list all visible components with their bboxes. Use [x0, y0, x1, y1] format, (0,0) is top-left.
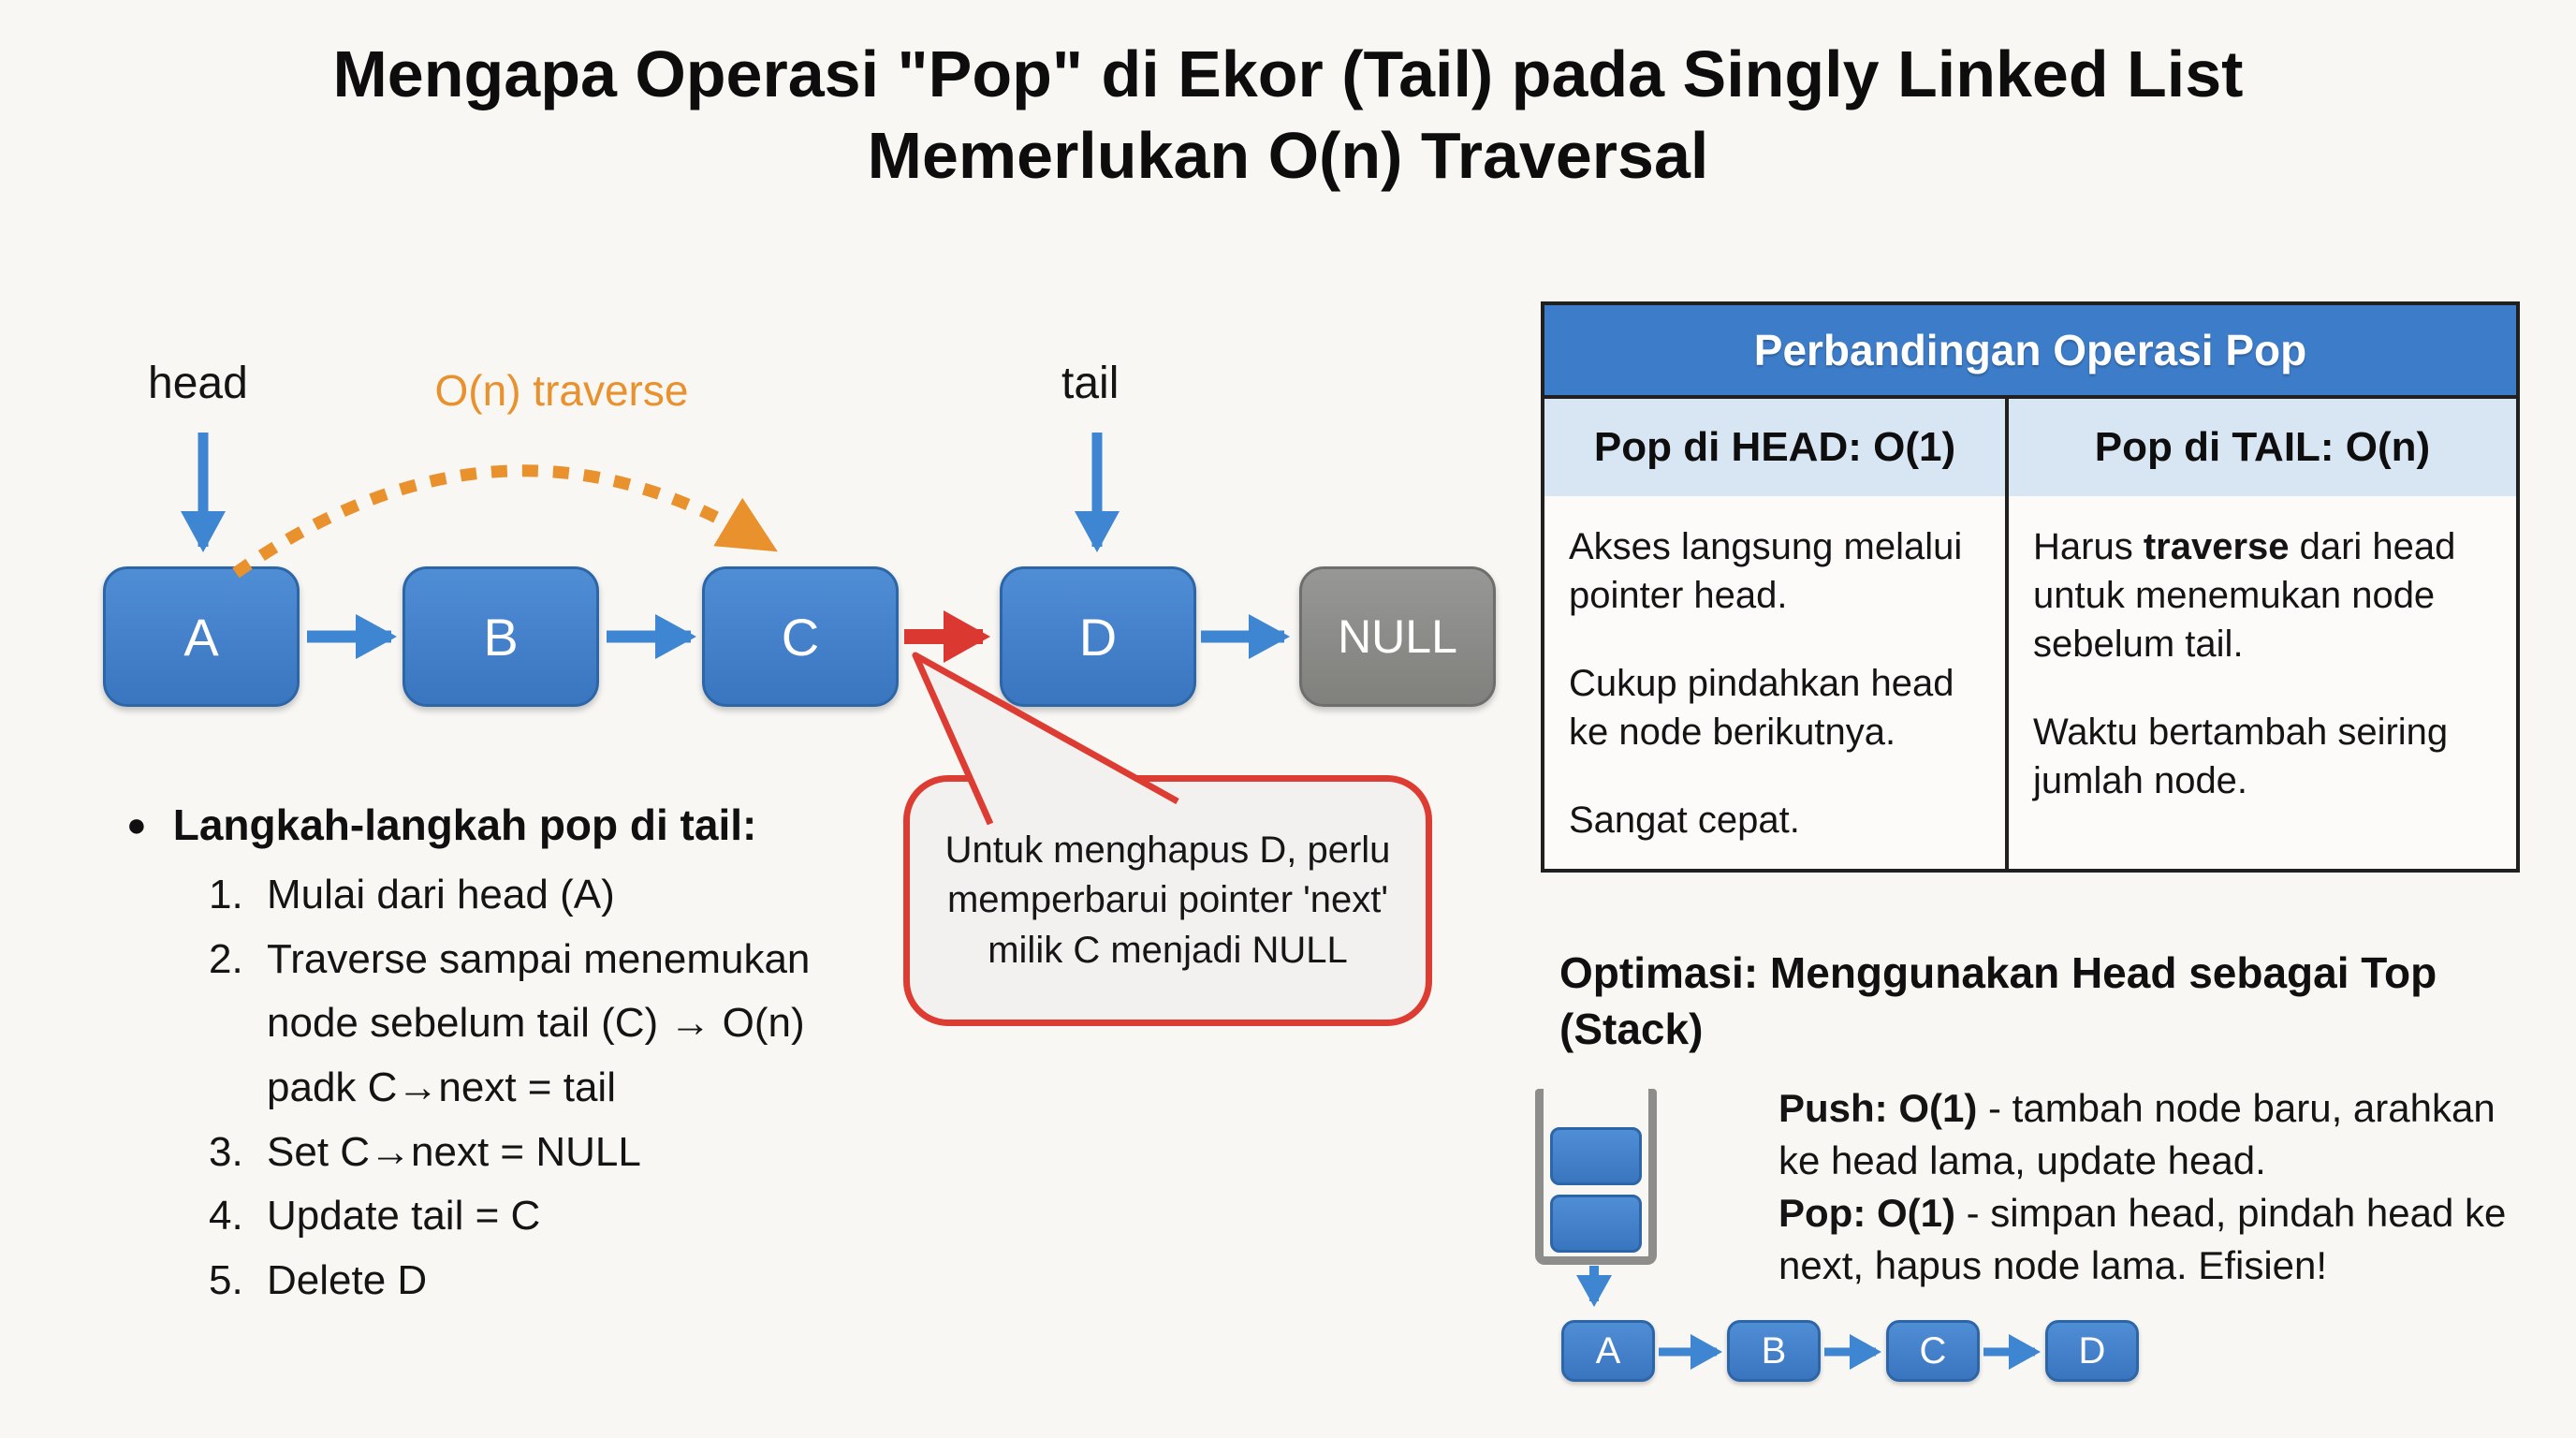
step-text: Mulai dari head (A) — [267, 872, 615, 917]
push-pop-description: Push: O(1) - tambah node baru, arahkan k… — [1778, 1082, 2512, 1291]
step-item-1: 1. Mulai dari head (A) — [209, 863, 830, 928]
steps-heading: ● Langkah-langkah pop di tail: — [126, 800, 830, 850]
node-null: NULL — [1299, 566, 1496, 707]
stack-block-bottom — [1550, 1195, 1642, 1253]
pop-tail-cell: Harus traverse dari head untuk menemukan… — [2033, 526, 2456, 801]
node-c: C — [702, 566, 899, 707]
callout-bubble: Untuk menghapus D, perlu memperbarui poi… — [903, 775, 1432, 1026]
comparison-table-body: Akses langsung melalui pointer head.Cuku… — [1544, 496, 2516, 869]
page-title: Mengapa Operasi "Pop" di Ekor (Tail) pad… — [0, 34, 2576, 197]
step-item-3: 3. Set C→next = NULL — [209, 1121, 830, 1185]
node-b: B — [402, 566, 599, 707]
step-text: Traverse sampai menemukan node sebelum t… — [267, 935, 811, 1110]
step-number: 2. — [209, 935, 243, 982]
node-a: A — [103, 566, 300, 707]
stack-container-icon — [1535, 1089, 1657, 1265]
mini-node-b: B — [1727, 1320, 1821, 1382]
step-text: Set C→next = NULL — [267, 1128, 641, 1175]
step-item-5: 5. Delete D — [209, 1249, 830, 1313]
step-item-4: 4. Update tail = C — [209, 1184, 830, 1249]
step-item-2: 2. Traverse sampai menemukan node sebelu… — [209, 928, 830, 1121]
pop-head-cell: Akses langsung melalui pointer head.Cuku… — [1544, 496, 2009, 869]
comparison-table-title: Perbandingan Operasi Pop — [1544, 305, 2516, 399]
step-number: 4. — [209, 1193, 243, 1240]
mini-node-d: D — [2045, 1320, 2139, 1382]
comparison-table-headers: Pop di HEAD: O(1) Pop di TAIL: O(n) — [1544, 399, 2516, 496]
mini-node-a: A — [1561, 1320, 1655, 1382]
steps-heading-text: Langkah-langkah pop di tail: — [172, 800, 757, 849]
bullet-icon: ● — [126, 805, 147, 844]
comparison-table: Perbandingan Operasi Pop Pop di HEAD: O(… — [1541, 301, 2520, 873]
steps-section: ● Langkah-langkah pop di tail: 1. Mulai … — [126, 800, 830, 1313]
step-text: Update tail = C — [267, 1193, 541, 1240]
column-header-pop-tail: Pop di TAIL: O(n) — [2094, 424, 2431, 470]
push-description: Push: O(1) - tambah node baru, arahkan k… — [1778, 1086, 2496, 1182]
callout-bubble-text: Untuk menghapus D, perlu memperbarui poi… — [944, 829, 1391, 971]
page-title-text: Mengapa Operasi "Pop" di Ekor (Tail) pad… — [332, 37, 2244, 192]
step-number: 1. — [209, 872, 243, 917]
step-number: 3. — [209, 1128, 243, 1175]
pop-description: Pop: O(1) - simpan head, pindah head ke … — [1778, 1190, 2507, 1287]
stack-block-top — [1550, 1127, 1642, 1185]
head-label: head — [148, 359, 248, 408]
column-header-pop-head: Pop di HEAD: O(1) — [1544, 399, 2009, 496]
tail-label: tail — [1061, 359, 1120, 408]
traverse-label: O(n) traverse — [434, 366, 689, 415]
traverse-arc-arrow — [232, 464, 778, 579]
mini-node-c: C — [1886, 1320, 1980, 1382]
step-number: 5. — [209, 1256, 243, 1303]
step-text: Delete D — [267, 1256, 428, 1303]
optimization-heading: Optimasi: Menggunakan Head sebagai Top (… — [1559, 948, 2437, 1053]
